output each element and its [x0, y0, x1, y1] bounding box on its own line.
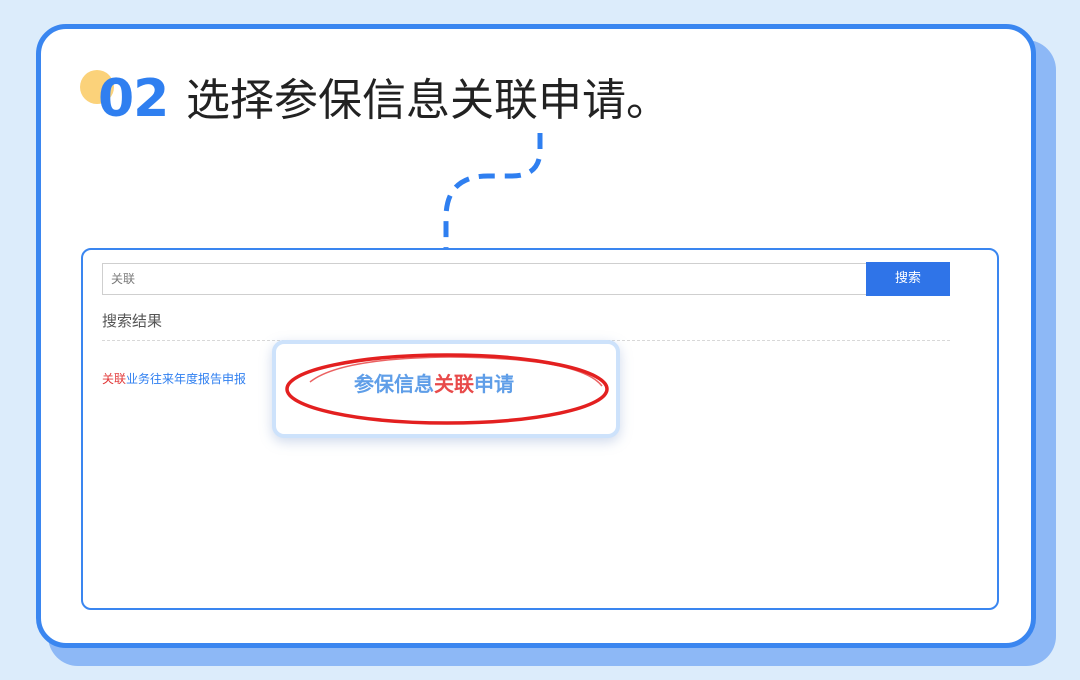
popup-text-prefix: 参保信息 — [354, 372, 434, 396]
popup-text-highlight: 关联 — [434, 372, 474, 396]
result-item-text: 业务往来年度报告申报 — [126, 372, 247, 386]
red-ellipse-highlight-icon — [285, 353, 609, 425]
result-item-highlight: 关联 — [102, 372, 127, 386]
popup-text-suffix: 申请 — [474, 372, 514, 396]
result-item[interactable]: 关联业务往来年度报告申报 — [102, 370, 246, 388]
step-number: 02 — [98, 69, 169, 129]
search-input[interactable]: 关联 — [102, 263, 866, 295]
search-button[interactable]: 搜索 — [866, 262, 950, 296]
popup-result-link[interactable]: 参保信息关联申请 — [354, 370, 514, 398]
step-dot-decoration — [80, 70, 114, 104]
step-instruction: 选择参保信息关联申请。 — [186, 75, 670, 126]
results-title: 搜索结果 — [102, 312, 163, 330]
